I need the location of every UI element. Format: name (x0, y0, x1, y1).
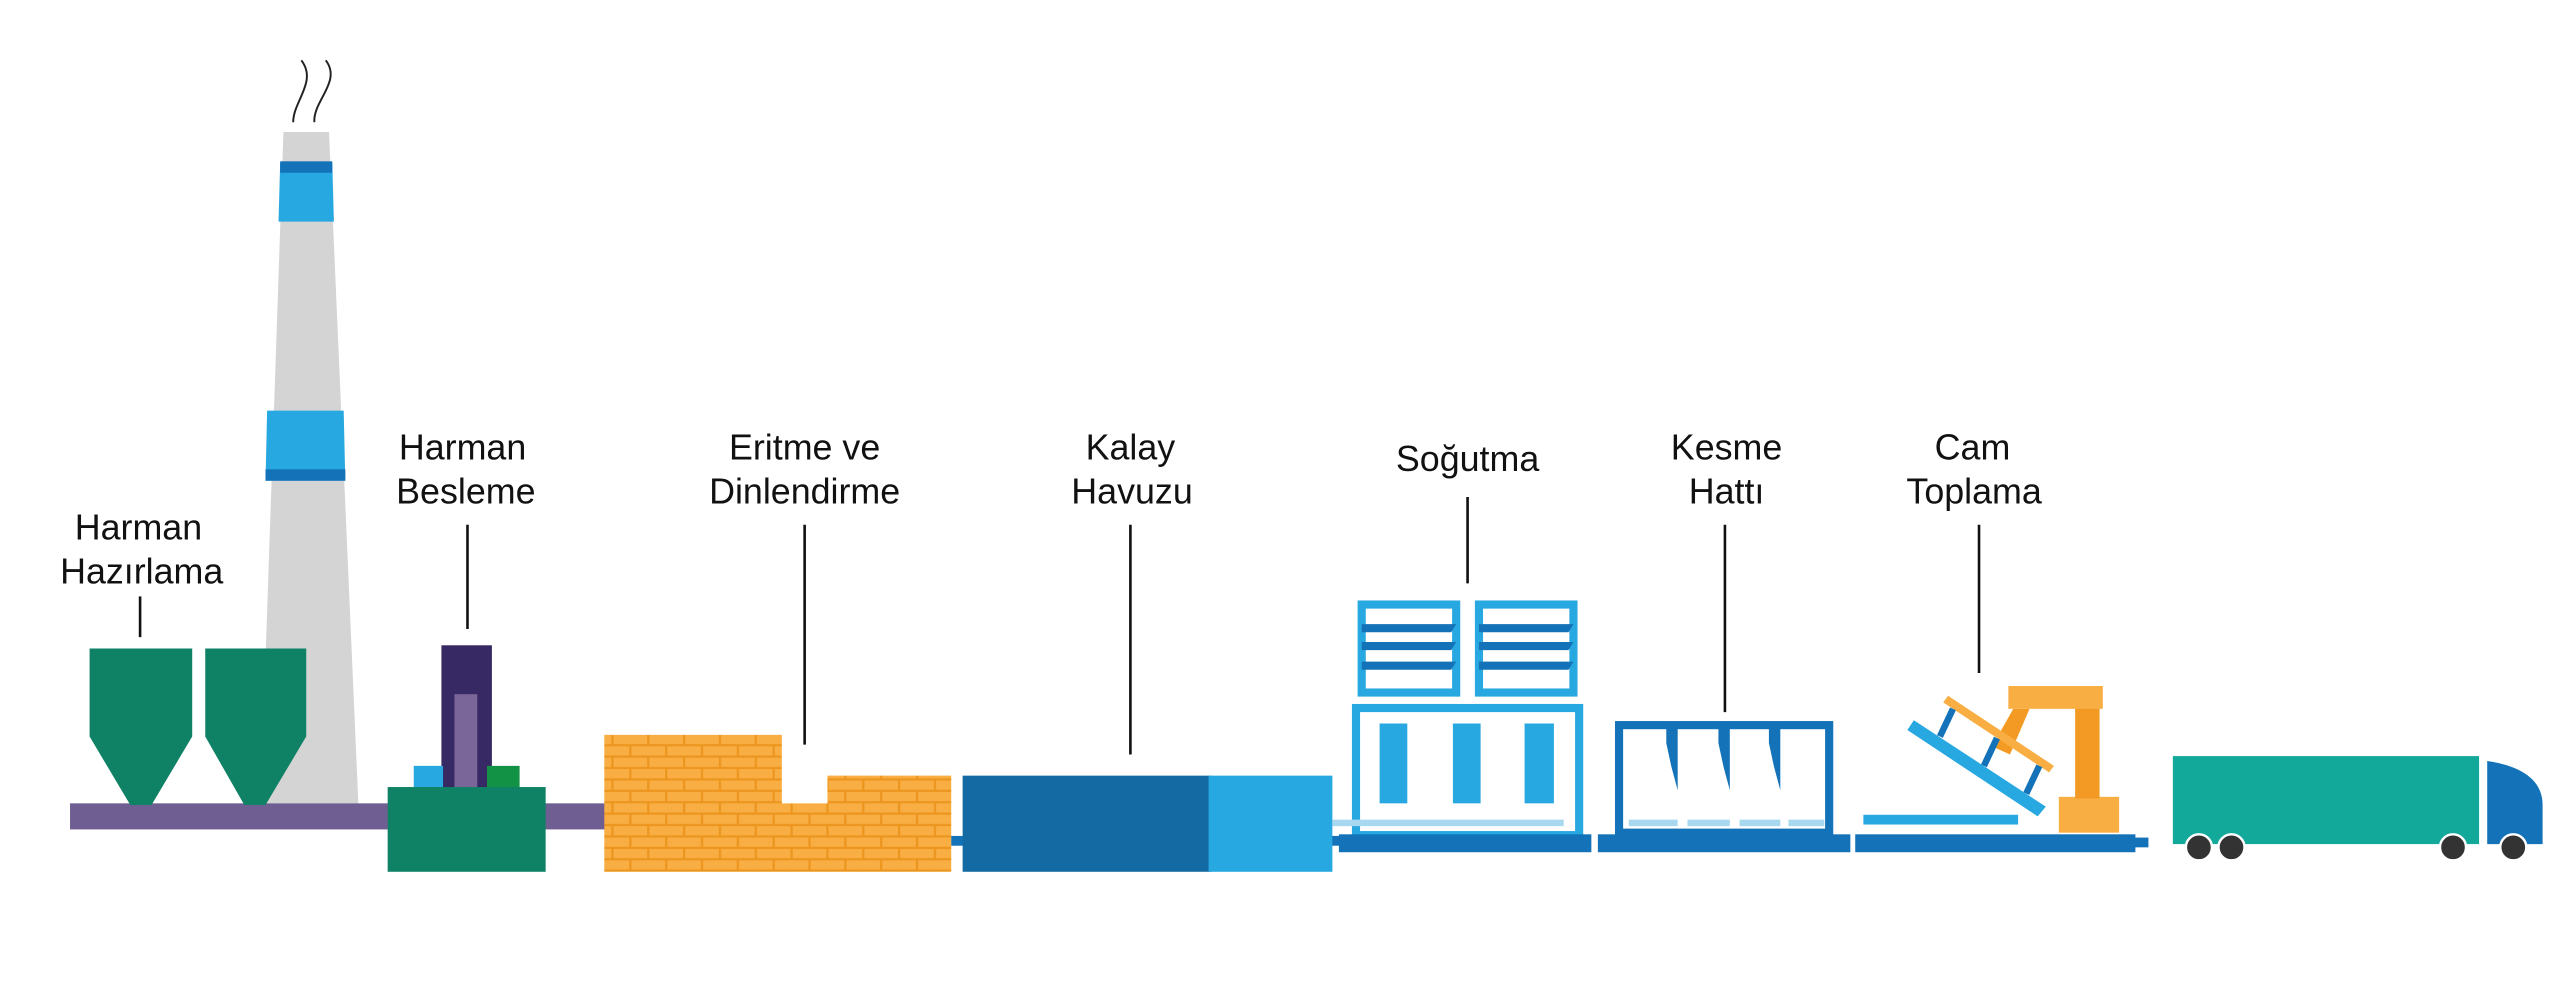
wheel-icon (2217, 833, 2246, 862)
label-line-1: Harman (399, 428, 526, 468)
stacking-robot (1855, 686, 2149, 853)
cut-glass-pieces (1628, 819, 1825, 827)
truck-cab (2487, 760, 2543, 845)
stage-label-sogutma: Soğutma (1396, 439, 1539, 584)
stage-label-kalay-havuzu: Kalay Havuzu (1071, 428, 1193, 755)
suction-cups (1936, 707, 2043, 795)
melting-furnace (604, 734, 952, 872)
truck-trailer (2172, 756, 2480, 845)
tin-bath (962, 775, 1333, 872)
truck-wheels (2184, 833, 2528, 862)
feeder-base (387, 787, 546, 872)
robot-base (2058, 796, 2120, 833)
label-line-1: Harman (75, 507, 202, 547)
stage-label-cam-toplama: Cam Toplama (1906, 428, 2042, 673)
label-line-2: Hattı (1689, 472, 1765, 512)
connector (1329, 835, 1343, 846)
roller-conveyor (1855, 834, 2136, 853)
label-line-2: Havuzu (1071, 472, 1192, 512)
stage-label-harman-hazirlama: Harman Hazırlama (60, 507, 223, 638)
label-line-2: Besleme (396, 472, 535, 512)
feeder-piston (454, 694, 478, 792)
label-line-1: Eritme ve (729, 428, 880, 468)
label-line-2: Toplama (1906, 472, 2041, 512)
stage-label-kesme-hatti: Kesme Hattı (1671, 428, 1782, 713)
cutting-line (1597, 721, 1851, 853)
chimney-band-top (278, 162, 334, 222)
delivery-truck (2172, 756, 2543, 862)
stage-label-eritme-dinlendirme: Eritme ve Dinlendirme (709, 428, 900, 745)
glass-sheet (1863, 814, 2019, 825)
label-line-2: Hazırlama (60, 551, 223, 591)
roller-end (2132, 837, 2149, 848)
suction-frame (1943, 695, 2054, 773)
label-line-1: Kesme (1671, 428, 1782, 468)
lehr-window (1452, 723, 1481, 804)
wheel-icon (2499, 833, 2528, 862)
roller-conveyor (1597, 834, 1851, 853)
connector (951, 835, 965, 846)
chimney-band-bottom (265, 410, 346, 481)
stage-label-harman-besleme: Harman Besleme (396, 428, 536, 629)
label-line-2: Dinlendirme (709, 472, 900, 512)
lehr-window (1524, 723, 1554, 804)
silo (205, 648, 307, 805)
glass-ribbon (1332, 819, 1564, 827)
tin-bath-light (1208, 775, 1333, 872)
smoke-icon (313, 59, 332, 123)
lehr-window (1379, 723, 1408, 804)
label-line-1: Kalay (1086, 428, 1176, 468)
robot-column (2075, 707, 2100, 799)
cutter-blades (1666, 725, 1781, 791)
tin-bath-dark (962, 775, 1212, 872)
label-line-1: Cam (1935, 428, 2011, 468)
label-line-1: Soğutma (1396, 439, 1539, 479)
chimney-band-top-dark (280, 161, 333, 173)
chimney-band-bottom-dark (265, 469, 346, 481)
batch-feeder (387, 645, 546, 872)
lifted-glass-sheet (1907, 720, 2046, 817)
wheel-icon (2184, 833, 2214, 862)
wheel-icon (2438, 833, 2468, 862)
furnace-brick-wall (604, 734, 952, 872)
chimney (260, 59, 359, 804)
smoke-icon (292, 59, 308, 123)
robot-head (2008, 686, 2103, 709)
batch-silos (89, 648, 307, 805)
annealing-lehr (1332, 600, 1592, 853)
rack-shelves (1361, 624, 1574, 670)
silo (89, 648, 193, 805)
roller-conveyor (1338, 834, 1592, 853)
robot-arm (1992, 708, 2030, 755)
